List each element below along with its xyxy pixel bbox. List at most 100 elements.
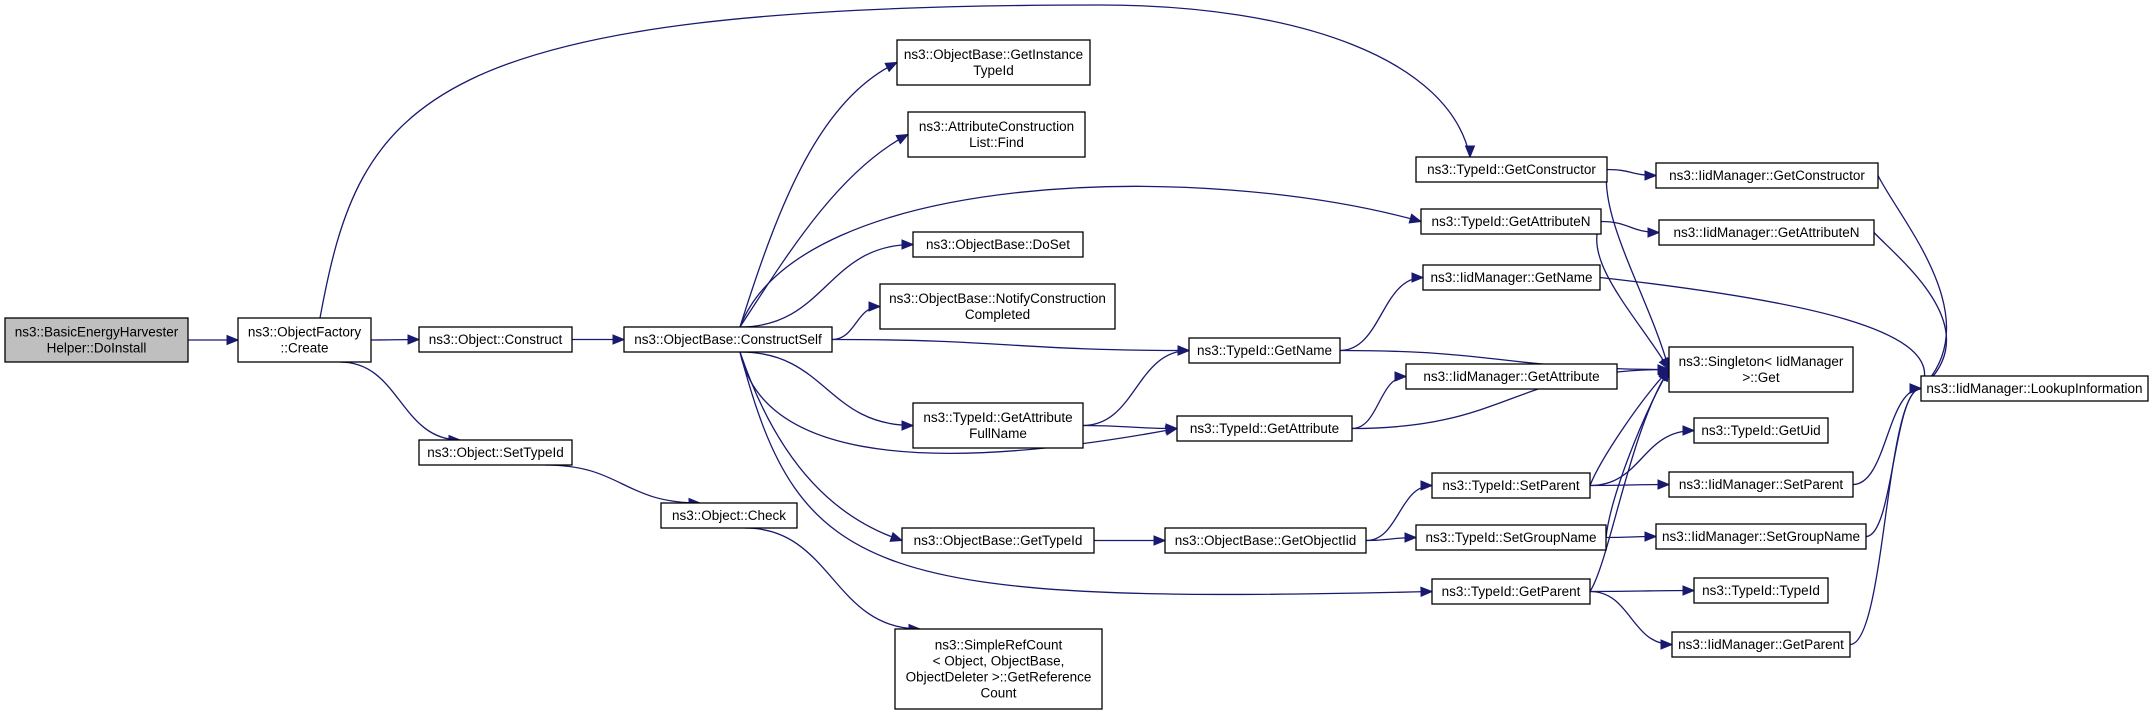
call-edge <box>1094 535 1167 546</box>
function-label: ns3::AttributeConstruction <box>919 119 1074 134</box>
function-node-im-getattribute[interactable]: ns3::IidManager::GetAttribute <box>1405 363 1618 390</box>
function-label: ns3::TypeId::GetName <box>1197 343 1332 358</box>
function-label: Count <box>980 686 1016 701</box>
call-edge <box>739 185 1423 328</box>
function-label: >::Get <box>1742 370 1779 385</box>
call-edge <box>1339 272 1425 352</box>
function-node-im-lookup[interactable]: ns3::IidManager::LookupInformation <box>1920 375 2149 402</box>
function-label: ns3::IidManager::GetName <box>1430 270 1592 285</box>
function-label: ns3::IidManager::GetConstructor <box>1669 168 1865 183</box>
call-edge <box>370 334 421 345</box>
function-label: ns3::IidManager::GetParent <box>1678 637 1844 652</box>
function-label: ns3::TypeId::TypeId <box>1702 583 1820 598</box>
call-edge <box>1589 590 1674 650</box>
function-label: ns3::ObjectBase::NotifyConstruction <box>889 291 1106 306</box>
call-edge <box>1589 585 1696 596</box>
call-edge <box>1605 368 1670 538</box>
call-edge <box>1589 368 1670 592</box>
function-node-tid-getname[interactable]: ns3::TypeId::GetName <box>1188 337 1341 364</box>
function-node-obj-construct[interactable]: ns3::Object::Construct <box>418 326 573 353</box>
call-edge <box>188 334 240 346</box>
function-label: ns3::TypeId::GetParent <box>1442 584 1581 599</box>
function-node-of-create[interactable]: ns3::ObjectFactory::Create <box>237 317 372 363</box>
function-label: < Object, ObjectBase, <box>933 654 1065 669</box>
function-label: ns3::BasicEnergyHarvester <box>15 325 179 340</box>
call-edge <box>1873 232 1948 390</box>
function-node-ob-gettypeid[interactable]: ns3::ObjectBase::GetTypeId <box>901 527 1095 554</box>
function-node-tid-getattribute[interactable]: ns3::TypeId::GetAttribute <box>1176 415 1353 442</box>
function-label: Completed <box>965 307 1030 322</box>
function-label: ObjectDeleter >::GetReference <box>906 670 1092 685</box>
call-edge <box>739 351 904 542</box>
function-node-root[interactable]: ns3::BasicEnergyHarvesterHelper::DoInsta… <box>4 317 189 363</box>
function-node-tid-typeid[interactable]: ns3::TypeId::TypeId <box>1693 577 1829 604</box>
call-edge <box>831 338 1191 356</box>
function-label: ns3::TypeId::GetConstructor <box>1427 162 1596 177</box>
function-node-obj-settypeid[interactable]: ns3::Object::SetTypeId <box>418 439 573 466</box>
function-label: ns3::ObjectFactory <box>248 325 362 340</box>
function-label: ns3::TypeId::GetAttribute <box>1190 421 1339 436</box>
function-node-im-getconstructor[interactable]: ns3::IidManager::GetConstructor <box>1655 162 1879 189</box>
call-edge <box>831 301 882 341</box>
function-label: ns3::IidManager::LookupInformation <box>1926 381 2142 396</box>
call-edge <box>1351 371 1408 430</box>
call-edge <box>1589 479 1671 490</box>
call-edge <box>572 334 626 345</box>
call-edge <box>739 61 899 328</box>
function-node-ob-constructself[interactable]: ns3::ObjectBase::ConstructSelf <box>623 326 833 353</box>
function-label: Helper::DoInstall <box>47 341 147 356</box>
function-label: ns3::ObjectBase::ConstructSelf <box>634 332 822 347</box>
function-label: ns3::TypeId::GetUid <box>1701 423 1820 438</box>
function-label: List::Find <box>969 135 1024 150</box>
call-edge <box>1606 168 1658 181</box>
function-node-im-getparent[interactable]: ns3::IidManager::GetParent <box>1671 631 1851 658</box>
function-node-ob-doset[interactable]: ns3::ObjectBase::DoSet <box>912 231 1084 258</box>
function-label: ns3::ObjectBase::GetObjectIid <box>1175 533 1357 548</box>
call-edge <box>1877 175 1948 390</box>
function-label: ns3::ObjectBase::DoSet <box>926 237 1070 252</box>
call-edge <box>1849 383 1923 646</box>
function-label: ns3::Object::SetTypeId <box>427 445 564 460</box>
call-edge <box>1589 425 1696 487</box>
function-node-src-getref[interactable]: ns3::SimpleRefCount< Object, ObjectBase,… <box>894 628 1103 710</box>
function-label: ns3::IidManager::GetAttributeN <box>1673 225 1859 240</box>
call-edge <box>1365 480 1434 542</box>
function-node-im-getattributen[interactable]: ns3::IidManager::GetAttributeN <box>1658 219 1875 246</box>
call-edge <box>319 4 1476 319</box>
function-label: ns3::Singleton< IidManager <box>1679 354 1844 369</box>
function-node-obj-check[interactable]: ns3::Object::Check <box>660 502 798 529</box>
function-label: ns3::IidManager::SetGroupName <box>1662 529 1860 544</box>
function-label: ns3::SimpleRefCount <box>935 638 1063 653</box>
function-label: ns3::TypeId::GetAttribute <box>923 410 1072 425</box>
function-node-singleton-get[interactable]: ns3::Singleton< IidManager >::Get <box>1668 346 1854 393</box>
function-label: ns3::IidManager::GetAttribute <box>1423 369 1599 384</box>
function-node-tid-getuid[interactable]: ns3::TypeId::GetUid <box>1693 417 1829 444</box>
function-label: ns3::TypeId::SetGroupName <box>1425 530 1596 545</box>
function-node-im-getname[interactable]: ns3::IidManager::GetName <box>1422 264 1601 291</box>
function-label: ns3::TypeId::SetParent <box>1442 478 1580 493</box>
function-node-ob-notify[interactable]: ns3::ObjectBase::NotifyConstructionCompl… <box>879 283 1116 330</box>
function-label: ns3::ObjectBase::GetTypeId <box>914 533 1083 548</box>
function-label: ::Create <box>280 341 328 356</box>
function-label: ns3::Object::Check <box>672 508 786 523</box>
call-edge <box>739 351 915 431</box>
call-edge <box>744 527 922 635</box>
call-edge <box>1082 423 1179 434</box>
function-node-tid-getattributen[interactable]: ns3::TypeId::GetAttributeN <box>1420 208 1602 235</box>
call-edge <box>1605 531 1658 542</box>
function-node-tid-getconstructor[interactable]: ns3::TypeId::GetConstructor <box>1415 156 1608 183</box>
function-node-im-setgroupname[interactable]: ns3::IidManager::SetGroupName <box>1655 523 1867 550</box>
function-node-tid-setgroupname[interactable]: ns3::TypeId::SetGroupName <box>1415 524 1607 551</box>
function-node-ob-getobjectiid[interactable]: ns3::ObjectBase::GetObjectIid <box>1164 527 1367 554</box>
function-node-tid-getparent[interactable]: ns3::TypeId::GetParent <box>1431 578 1591 605</box>
function-label: FullName <box>969 426 1027 441</box>
call-edge <box>739 133 910 328</box>
function-node-im-setparent[interactable]: ns3::IidManager::SetParent <box>1668 471 1854 498</box>
call-edge <box>1852 383 1923 486</box>
function-node-tid-setparent[interactable]: ns3::TypeId::SetParent <box>1431 472 1591 499</box>
call-edge <box>1605 169 1672 371</box>
call-edge <box>1600 220 1661 238</box>
